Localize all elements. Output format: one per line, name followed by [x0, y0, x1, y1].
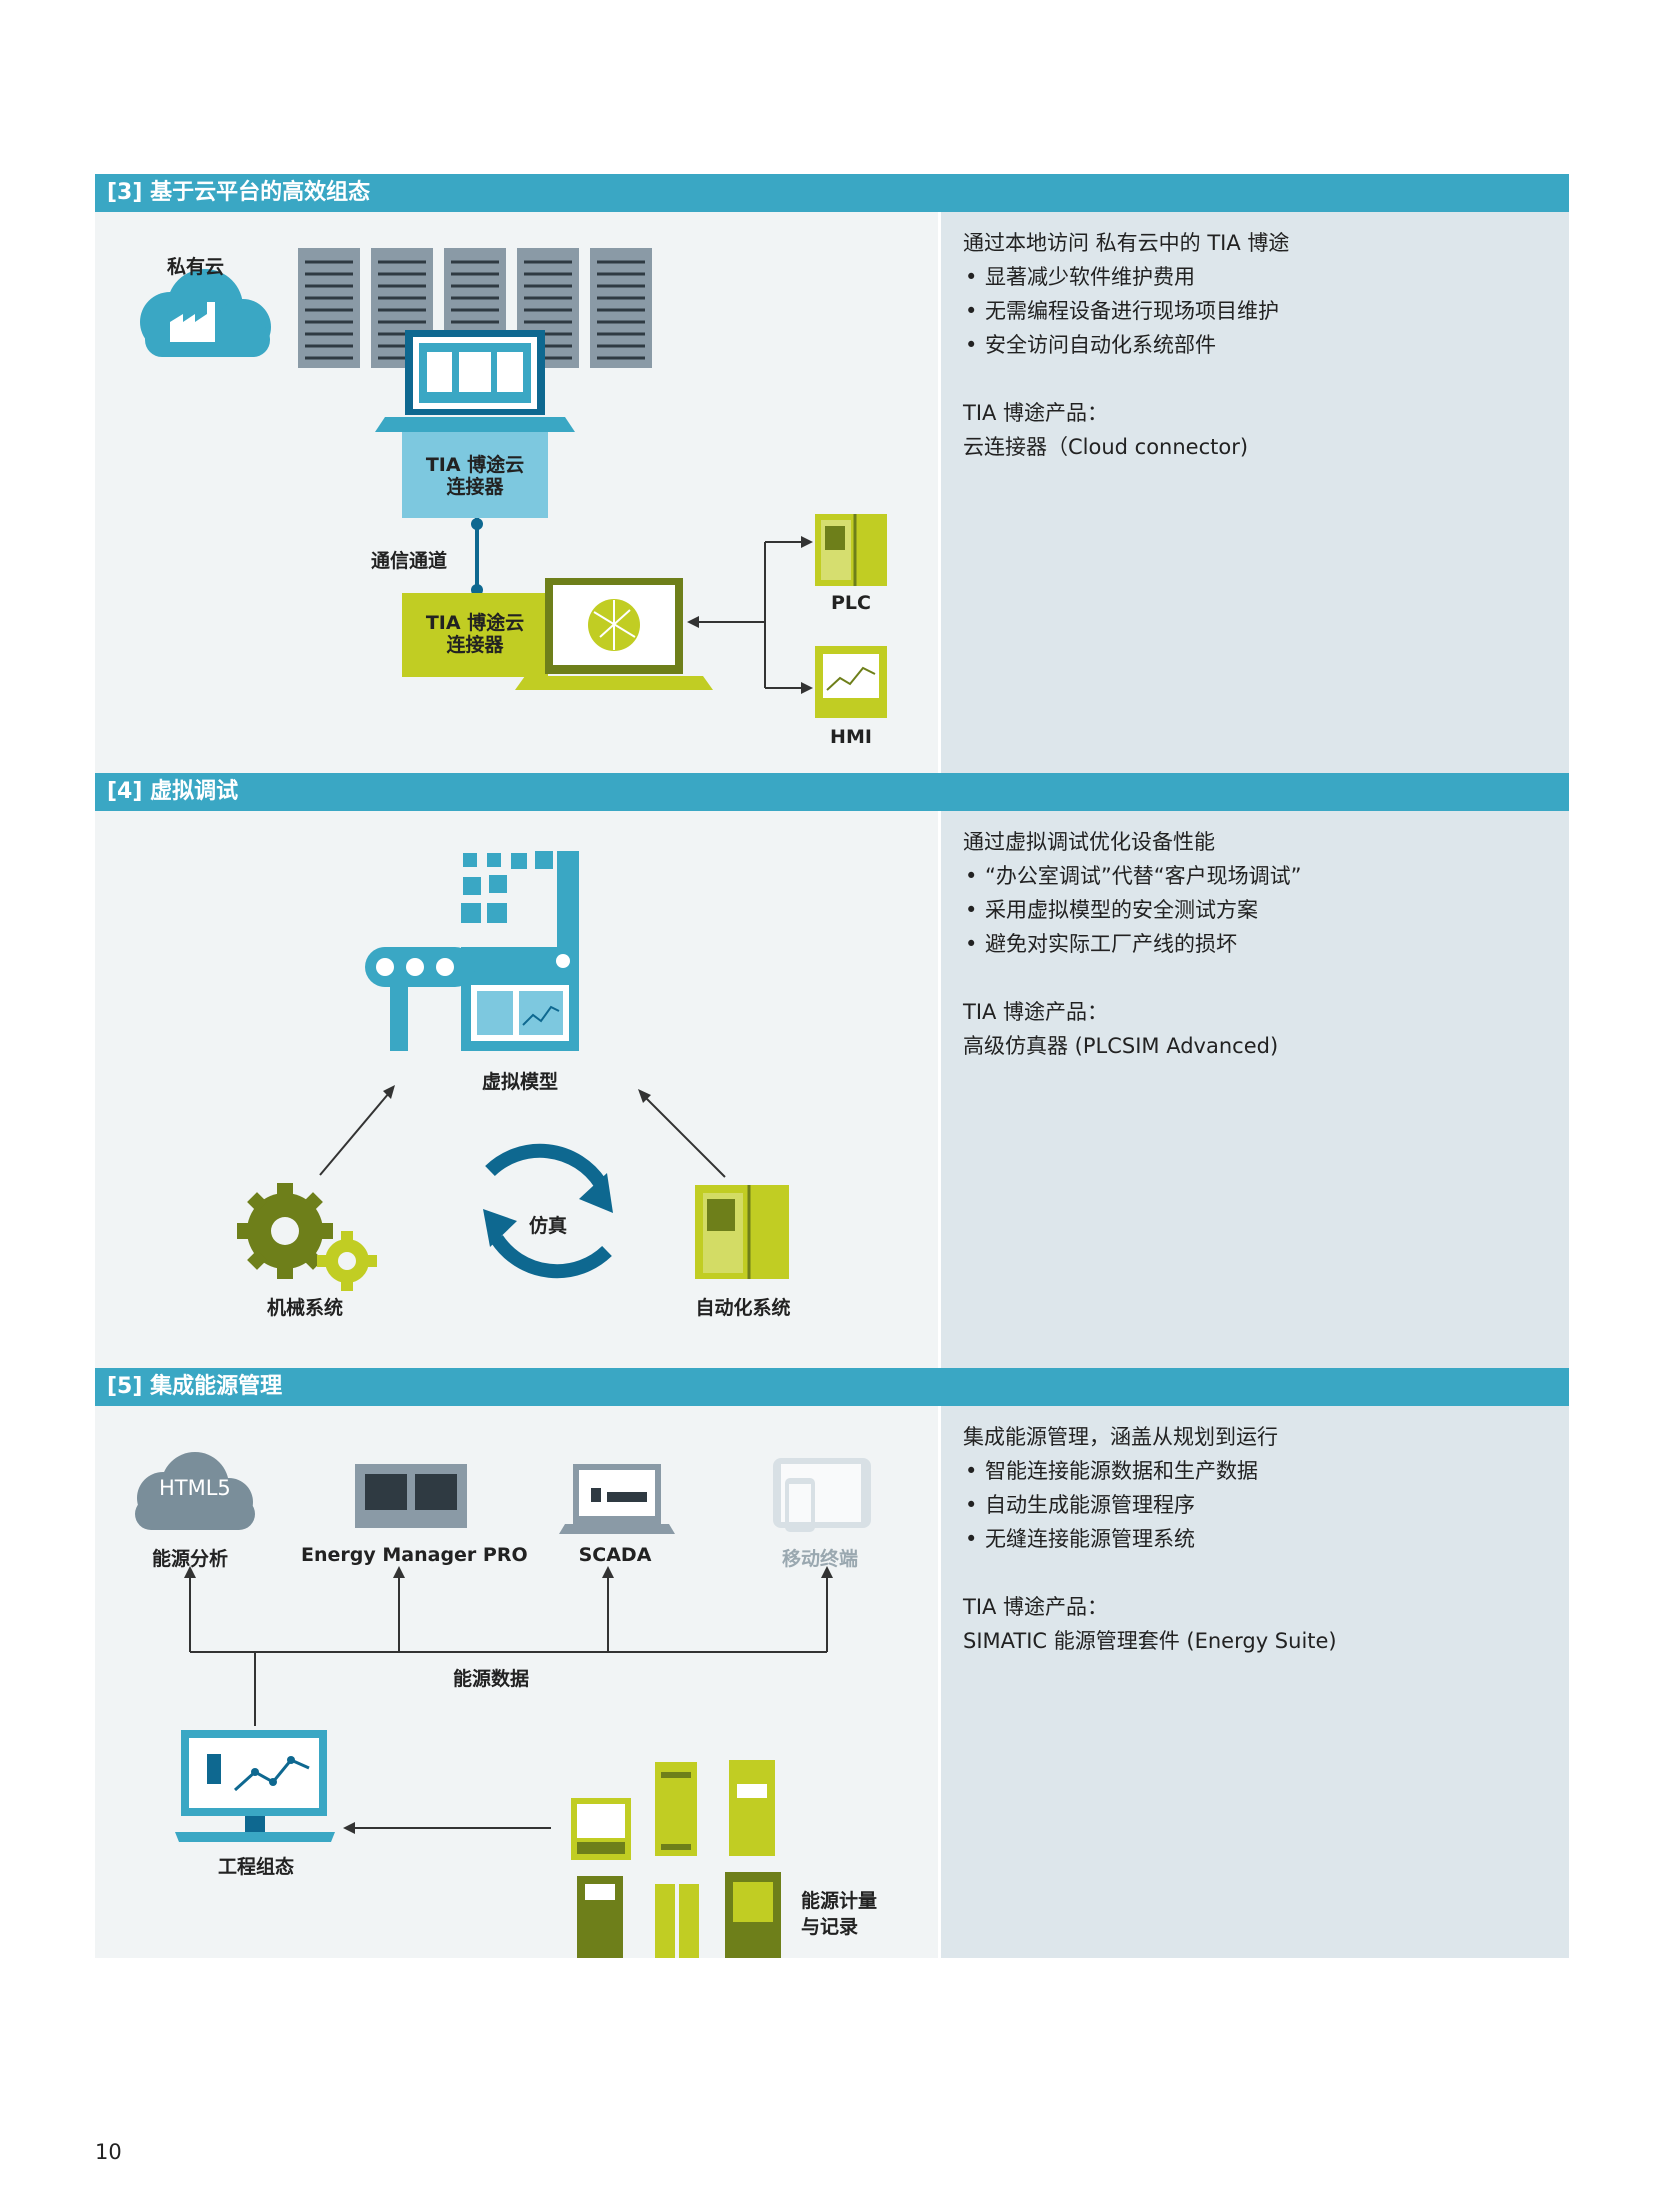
html5-label: HTML5 [159, 1476, 231, 1500]
mobile-label: 移动终端 [781, 1548, 858, 1570]
product-name: 高级仿真器 (PLCSIM Advanced) [963, 1034, 1279, 1058]
connector-box-bottom [402, 593, 548, 677]
bullet-item: 采用虚拟模型的安全测试方案 [963, 893, 1302, 927]
channel-label: 通信通道 [371, 550, 448, 572]
connector-box-top [402, 432, 548, 518]
bullet-item: 显著减少软件维护费用 [963, 260, 1289, 294]
bullet-item: 智能连接能源数据和生产数据 [963, 1454, 1337, 1488]
description-panel: 通过本地访问 私有云中的 TIA 博途 显著减少软件维护费用 无需编程设备进行现… [941, 212, 1569, 774]
energy-analysis-label: 能源分析 [151, 1548, 228, 1570]
section-cloud-config: [3] 基于云平台的高效组态 [95, 174, 1569, 774]
plc-label: PLC [831, 592, 871, 614]
automation-label: 自动化系统 [695, 1297, 791, 1319]
simulation-label: 仿真 [528, 1215, 567, 1237]
bullet-item: 避免对实际工厂产线的损坏 [963, 927, 1302, 961]
laptop-cloud-icon [375, 330, 575, 432]
description-lead: 集成能源管理，涵盖从规划到运行 [963, 1425, 1278, 1449]
tablet-mobile-icon [773, 1458, 871, 1532]
description-lead: 通过本地访问 私有云中的 TIA 博途 [963, 231, 1290, 255]
virtual-diagram [237, 851, 789, 1291]
cloud-diagram [140, 248, 887, 718]
connection-arrows [690, 541, 805, 689]
mechanical-label: 机械系统 [266, 1297, 343, 1319]
product-name: SIMATIC 能源管理套件 (Energy Suite) [963, 1629, 1337, 1653]
private-cloud-label: 私有云 [167, 256, 225, 278]
engineering-label: 工程组态 [217, 1856, 294, 1878]
energy-manager-icon [355, 1464, 467, 1528]
scada-monitor-icon [559, 1464, 675, 1534]
bullet-item: 安全访问自动化系统部件 [963, 328, 1289, 362]
connector-top-label: TIA 博途云 连接器 [425, 454, 525, 498]
description-panel: 通过虚拟调试优化设备性能 “办公室调试”代替“客户现场调试” 采用虚拟模型的安全… [941, 811, 1569, 1373]
connector-bottom-label: TIA 博途云 连接器 [425, 612, 525, 656]
page-number: 10 [95, 2140, 122, 2164]
gear-icon [237, 1183, 377, 1291]
metering-label: 能源计量 与记录 [801, 1890, 878, 1938]
section-energy-management: [5] 集成能源管理 [95, 1368, 1569, 1958]
virtual-model-label: 虚拟模型 [481, 1071, 558, 1093]
energy-manager-label: Energy Manager PRO [301, 1544, 528, 1566]
energy-meter-icons [571, 1760, 781, 1958]
energy-diagram [135, 1452, 871, 1958]
section-header: [3] 基于云平台的高效组态 [95, 174, 1569, 212]
product-name: 云连接器（Cloud connector) [963, 435, 1249, 459]
energy-data-tree [189, 1574, 828, 1829]
virtual-model-icon [365, 851, 579, 1051]
diagram-panel: HTML5 能源分析 Energy Manager PRO SCADA 移动终端… [95, 1406, 938, 1958]
section-header: [4] 虚拟调试 [95, 773, 1569, 811]
bullet-item: 自动生成能源管理程序 [963, 1488, 1337, 1522]
section-virtual-commissioning: [4] 虚拟调试 [95, 773, 1569, 1373]
bullet-item: 无需编程设备进行现场项目维护 [963, 294, 1289, 328]
section-header: [5] 集成能源管理 [95, 1368, 1569, 1406]
description-panel: 集成能源管理，涵盖从规划到运行 智能连接能源数据和生产数据 自动生成能源管理程序… [941, 1406, 1569, 1958]
plc-icon [815, 514, 887, 586]
bullet-item: “办公室调试”代替“客户现场调试” [963, 859, 1302, 893]
description-lead: 通过虚拟调试优化设备性能 [963, 830, 1215, 854]
cloud-factory-icon [140, 269, 271, 357]
automation-plc-icon [695, 1185, 789, 1279]
refresh-icon [483, 1143, 613, 1279]
product-label: TIA 博途产品： [963, 1000, 1109, 1024]
engineering-monitor-icon [175, 1730, 335, 1842]
energy-data-label: 能源数据 [452, 1668, 529, 1690]
scada-label: SCADA [578, 1544, 652, 1566]
diagram-panel: 私有云 TIA 博途云 连接器 通信通道 TIA 博途云 连接器 PLC HMI [95, 212, 938, 774]
diagram-panel: 虚拟模型 仿真 机械系统 自动化系统 [95, 811, 938, 1373]
product-label: TIA 博途产品： [963, 1595, 1109, 1619]
laptop-network-icon [515, 578, 713, 690]
html5-cloud-icon [135, 1452, 255, 1530]
hmi-icon [815, 646, 887, 718]
hmi-label: HMI [830, 726, 872, 748]
bullet-item: 无缝连接能源管理系统 [963, 1522, 1337, 1556]
product-label: TIA 博途产品： [963, 401, 1109, 425]
